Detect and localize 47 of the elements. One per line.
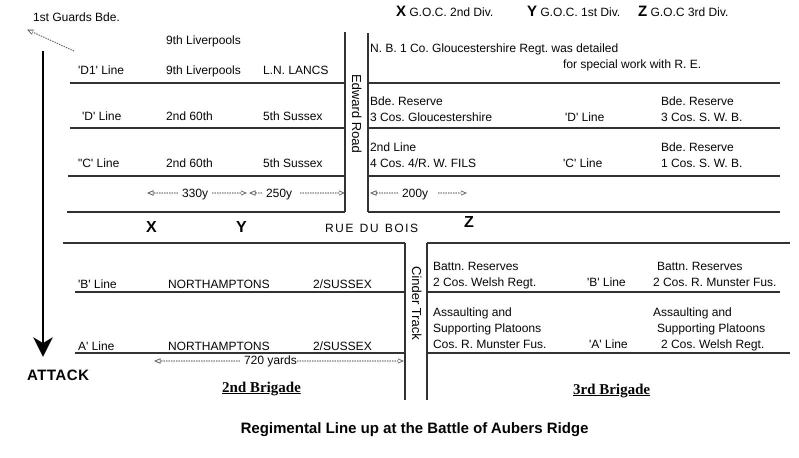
caption: Regimental Line up at the Battle of Aubers Ridge [240, 420, 590, 438]
line-label: "C' Line [78, 155, 120, 171]
unit-label: 9th Liverpools [166, 62, 241, 78]
line-label: 'A' Line [589, 336, 628, 352]
brigade-heading: 3rd Brigade [573, 382, 650, 399]
commander-key: X G.O.C. 2nd Div. [396, 4, 494, 20]
commander-key: Z G.O.C 3rd Div. [638, 4, 728, 20]
platoon-note: Assaulting and Supporting Platoons 2 Cos. Welsh Regt. [653, 304, 766, 352]
reserve-note: Bde. Reserve 1 Cos. S. W. B. [661, 139, 742, 171]
unit-label: 5th Sussex [263, 108, 322, 124]
commander-marker: X [146, 219, 157, 237]
distance-label: 250y [266, 185, 292, 201]
unit-label: 5th Sussex [263, 155, 322, 171]
reserve-note: Bde. Reserve 3 Cos. Gloucestershire [370, 93, 492, 125]
road-name: Edward Road [348, 74, 364, 153]
unit-label: NORTHAMPTONS [168, 276, 270, 292]
unit-label: L.N. LANCS [263, 62, 328, 78]
line-label: 'B' Line [78, 276, 117, 292]
reserve-note: Bde. Reserve 3 Cos. S. W. B. [661, 93, 742, 125]
unit-label: 2/SUSSEX [313, 338, 372, 354]
brigade-heading: 2nd Brigade [222, 380, 301, 397]
unit-label: 2nd 60th [166, 155, 213, 171]
unit-label: 9th Liverpools [166, 32, 241, 48]
line-label: 'C' Line [563, 155, 602, 171]
note-text: N. B. 1 Co. Gloucestershire Regt. was detailed for special work with R. E. [370, 40, 702, 72]
unit-label: 2nd 60th [166, 108, 213, 124]
line-label: 'D' Line [82, 108, 122, 124]
unit-label: NORTHAMPTONS [168, 338, 270, 354]
commander-marker: Y [236, 219, 247, 237]
unit-label: 2/SUSSEX [313, 276, 372, 292]
distance-label: 330y [182, 185, 208, 201]
distance-label: 200y [402, 185, 428, 201]
commander-key: Y G.O.C. 1st Div. [527, 4, 620, 20]
reserve-note: Battn. Reserves 2 Cos. R. Munster Fus. [653, 258, 776, 290]
distance-label: 720 yards [244, 352, 297, 368]
line-label: 'D1' Line [78, 62, 124, 78]
reserve-note: Battn. Reserves 2 Cos. Welsh Regt. [433, 258, 536, 290]
line-label: 'D' Line [565, 109, 604, 125]
attack-label: ATTACK [27, 367, 90, 384]
commander-marker: Z [464, 214, 474, 232]
formation-name: 1st Guards Bde. [33, 9, 120, 25]
line-label: 'B' Line [587, 274, 626, 290]
road-name: Cinder Track [408, 266, 424, 340]
line-label: A' Line [78, 338, 114, 354]
reserve-note: 2nd Line 4 Cos. 4/R. W. FILS [370, 139, 476, 171]
platoon-note: Assaulting and Supporting Platoons Cos. R. Munster Fus. [433, 304, 546, 352]
road-name: RUE DU BOIS [325, 220, 420, 236]
